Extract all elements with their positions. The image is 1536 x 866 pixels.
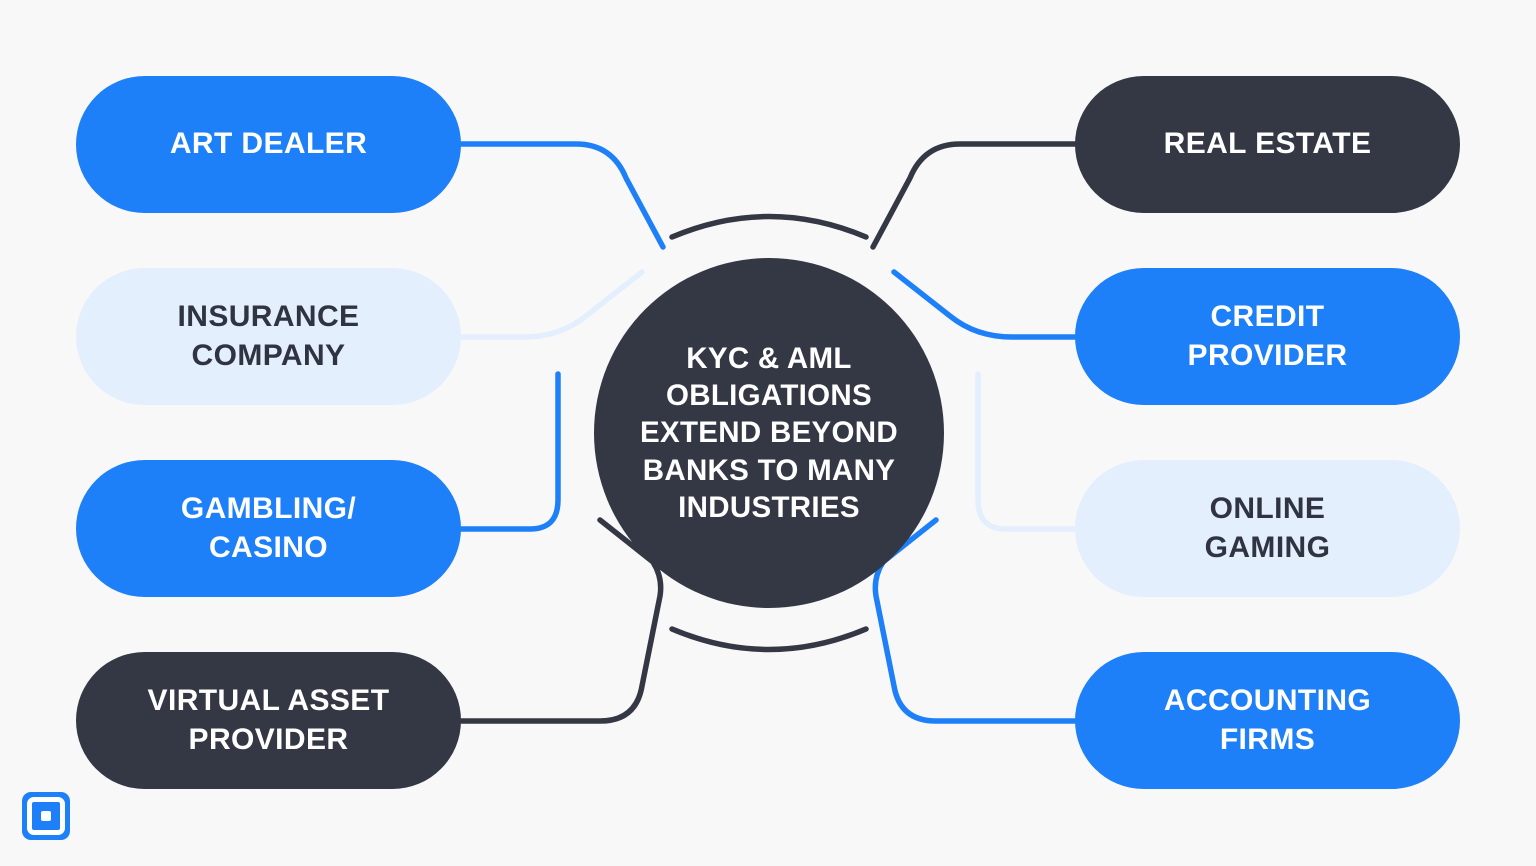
concentric-square-logo[interactable]	[22, 792, 70, 840]
node-credit-provider-label: CREDIT PROVIDER	[1187, 300, 1348, 372]
connector-virtual-asset-provider	[458, 517, 664, 724]
node-online-gaming[interactable]: ONLINE GAMING	[1075, 460, 1460, 597]
center-node: KYC & AML OBLIGATIONS EXTEND BEYOND BANK…	[594, 258, 944, 608]
node-virtual-asset-provider[interactable]: VIRTUAL ASSET PROVIDER	[76, 652, 461, 789]
node-accounting-firms[interactable]: ACCOUNTING FIRMS	[1075, 652, 1460, 789]
connector-credit-provider	[891, 269, 1078, 340]
connector-art-dealer	[458, 141, 666, 250]
node-insurance-company-label: INSURANCE COMPANY	[177, 300, 360, 372]
connector-online-gaming	[975, 371, 1078, 532]
node-virtual-asset-provider-label: VIRTUAL ASSET PROVIDER	[147, 684, 390, 756]
hub-arc-bottom	[669, 626, 869, 653]
node-insurance-company[interactable]: INSURANCE COMPANY	[76, 268, 461, 405]
node-credit-provider[interactable]: CREDIT PROVIDER	[1075, 268, 1460, 405]
connector-accounting-firms	[872, 517, 1078, 724]
connector-insurance-company	[458, 269, 645, 340]
connector-real-estate	[870, 141, 1078, 250]
hub-arc-top	[669, 213, 869, 240]
center-node-label: KYC & AML OBLIGATIONS EXTEND BEYOND BANK…	[640, 342, 898, 524]
node-real-estate[interactable]: REAL ESTATE	[1075, 76, 1460, 213]
node-accounting-firms-label: ACCOUNTING FIRMS	[1163, 684, 1372, 756]
node-gambling-casino[interactable]: GAMBLING/ CASINO	[76, 460, 461, 597]
node-online-gaming-label: ONLINE GAMING	[1204, 492, 1331, 564]
node-gambling-casino-label: GAMBLING/ CASINO	[180, 492, 357, 564]
node-art-dealer-label: ART DEALER	[169, 127, 368, 161]
connector-gambling-casino	[458, 371, 561, 532]
node-art-dealer[interactable]: ART DEALER	[76, 76, 461, 213]
node-real-estate-label: REAL ESTATE	[1163, 127, 1372, 161]
